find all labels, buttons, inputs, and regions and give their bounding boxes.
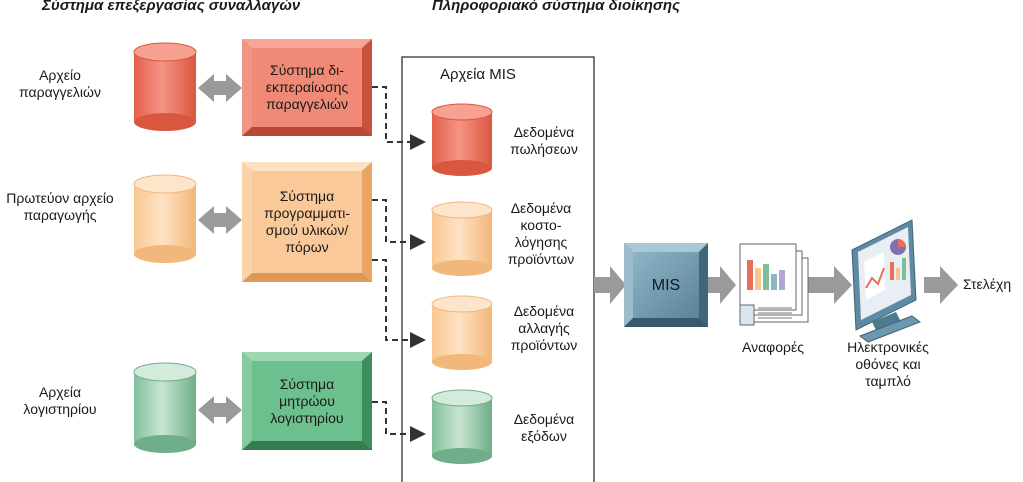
mis-box bbox=[624, 243, 708, 327]
mis-files-title: Αρχεία MIS bbox=[440, 66, 516, 83]
dashed-connectors bbox=[372, 86, 426, 442]
tps-file-label-production: Πρωτεύον αρχείο παραγωγής bbox=[6, 190, 114, 223]
header-mis: Πληροφοριακό σύστημα διοίκησης bbox=[432, 0, 681, 14]
executives-label: Στελέχη bbox=[963, 276, 1012, 292]
reports-icon bbox=[739, 243, 809, 326]
double-arrows bbox=[198, 74, 242, 424]
tps-system-label-resources: Σύστημα προγραμματι-σμού υλικών/πόρων bbox=[264, 188, 350, 255]
tps-system-label-accounting: Σύστημα μητρώου λογιστηρίου bbox=[270, 375, 344, 426]
mis-file-cylinder-changes bbox=[431, 295, 493, 370]
tps-file-cylinder-accounting bbox=[133, 362, 197, 453]
mis-file-cylinder-costing bbox=[431, 201, 493, 276]
mis-file-cylinder-sales bbox=[431, 103, 493, 176]
tps-system-box-accounting bbox=[242, 352, 372, 450]
mis-file-label-expenses: Δεδομένα εξόδων bbox=[513, 411, 575, 444]
tps-file-label-orders: Αρχείο παραγγελιών bbox=[19, 67, 101, 100]
reports-label: Αναφορές bbox=[742, 339, 804, 355]
tps-file-cylinder-orders bbox=[133, 42, 197, 131]
tps-file-cylinder-production bbox=[133, 174, 197, 263]
tps-system-box-orders bbox=[242, 39, 372, 136]
tps-system-box-resources bbox=[242, 162, 372, 282]
flow-arrows bbox=[594, 266, 958, 304]
mis-files-frame bbox=[401, 56, 595, 482]
mis-file-cylinder-expenses bbox=[431, 389, 493, 464]
monitor-icon bbox=[851, 219, 922, 343]
screens-label: Ηλεκτρονικές οθόνες και ταμπλό bbox=[847, 339, 929, 389]
mis-file-label-costing: Δεδομένα κοστο-λόγησης προϊόντων bbox=[507, 200, 575, 267]
tps-file-label-accounting: Αρχεία λογιστηρίου bbox=[23, 384, 97, 417]
mis-file-label-changes: Δεδομένα αλλαγής προϊόντων bbox=[510, 303, 578, 353]
mis-box-label: MIS bbox=[651, 276, 681, 294]
mis-file-label-sales: Δεδομένα πωλήσεων bbox=[510, 124, 578, 157]
tps-system-label-orders: Σύστημα δι-εκπεραίωσης παραγγελιών bbox=[265, 62, 349, 112]
header-tps: Σύστημα επεξεργασίας συναλλαγών bbox=[42, 0, 301, 14]
